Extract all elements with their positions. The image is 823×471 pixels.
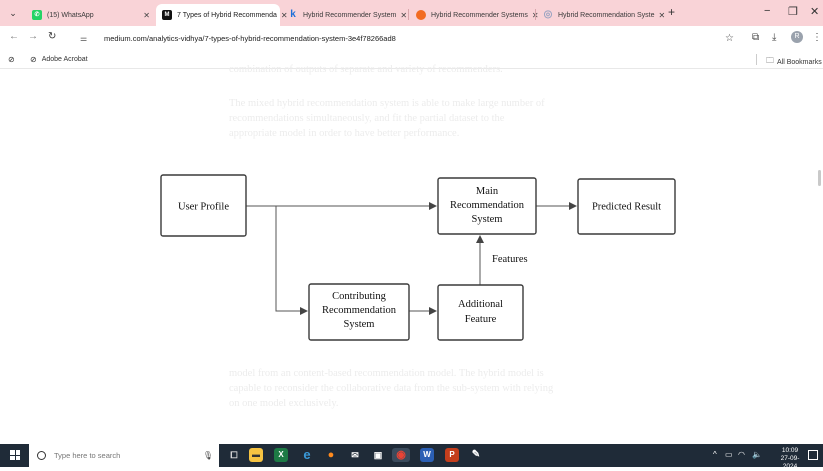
- node-user-profile: User Profile: [160, 174, 247, 237]
- node-label: Recommendation: [450, 200, 525, 211]
- article-content: combination of outputs of separate and v…: [0, 64, 823, 444]
- node-label: User Profile: [178, 202, 229, 213]
- volume-icon[interactable]: 🔈: [752, 450, 762, 459]
- windows-taskbar: Type here to search 🎙 ⧠ ▬ X e ● ✉ ▣ ◉ W …: [0, 444, 823, 470]
- edge-user-to-contributing: [275, 206, 308, 315]
- task-view-icon[interactable]: ⧠: [230, 450, 238, 460]
- node-label: Feature: [465, 314, 497, 325]
- all-bookmarks-button[interactable]: 🗀 All Bookmarks: [766, 55, 822, 69]
- tab-separator: [408, 9, 409, 20]
- tab-hybrid-recommendation-syste[interactable]: ◎ Hybrid Recommendation Syste ✕: [543, 9, 666, 20]
- edge-browser-icon[interactable]: e: [303, 447, 311, 462]
- word-icon[interactable]: W: [420, 448, 434, 462]
- file-explorer-icon[interactable]: ▬: [249, 448, 263, 462]
- globe-icon: ◎: [543, 9, 553, 20]
- whatsapp-icon: ✆: [32, 10, 42, 20]
- cortana-circle-icon: [37, 451, 46, 460]
- download-icon[interactable]: ⤓: [772, 32, 777, 43]
- hybrid-recommendation-diagram: User Profile Main Recommendation System …: [160, 174, 676, 341]
- firefox-icon[interactable]: ●: [327, 449, 335, 461]
- tab-separator: [535, 9, 536, 20]
- k-icon: k: [290, 9, 296, 20]
- back-arrow-icon[interactable]: ←: [9, 31, 19, 42]
- paint-icon[interactable]: ✎: [471, 449, 481, 460]
- orange-icon: [416, 10, 426, 20]
- notification-icon[interactable]: [808, 450, 818, 460]
- chrome-icon[interactable]: ◉: [392, 448, 410, 462]
- node-contributing-recommendation-system: Contributing Recommendation System: [308, 283, 410, 341]
- node-label: Main: [476, 186, 499, 197]
- battery-icon[interactable]: ▭: [725, 450, 733, 459]
- faded-text-bottom: model from an content-based recommendati…: [229, 368, 554, 409]
- address-bar[interactable]: ⚌ medium.com/analytics-vidhya/7-types-of…: [74, 30, 744, 47]
- node-label: Contributing: [332, 291, 386, 302]
- url-text: medium.com/analytics-vidhya/7-types-of-h…: [104, 34, 396, 43]
- medium-icon: M: [162, 10, 172, 20]
- node-additional-feature: Additional Feature: [437, 284, 524, 341]
- node-label: Recommendation: [322, 305, 397, 316]
- store-icon[interactable]: ▣: [373, 450, 383, 460]
- tab-whatsapp[interactable]: ✆ (15) WhatsApp ✕: [26, 4, 156, 26]
- extensions-icon[interactable]: ⧉: [752, 32, 760, 43]
- folder-icon: 🗀: [766, 56, 774, 65]
- bookmarks-separator: [756, 54, 757, 65]
- microphone-icon[interactable]: 🎙: [202, 451, 213, 460]
- node-main-recommendation-system: Main Recommendation System: [437, 177, 537, 235]
- reload-icon[interactable]: ↻: [48, 31, 57, 42]
- taskbar-clock[interactable]: 10:09 27-09-2024: [780, 447, 800, 470]
- faded-text-top: combination of outputs of separate and v…: [229, 64, 503, 75]
- tab-close-icon[interactable]: ✕: [280, 10, 288, 20]
- apps-globe-icon[interactable]: ⊘: [8, 55, 15, 64]
- tray-chevron-up-icon[interactable]: ^: [713, 450, 717, 459]
- bookmark-star-icon[interactable]: ☆: [725, 33, 734, 44]
- tab-hybrid-recommender-system[interactable]: k Hybrid Recommender System ✕: [282, 4, 408, 26]
- node-predicted-result: Predicted Result: [577, 178, 676, 235]
- node-label: Additional: [458, 299, 503, 310]
- node-label: Predicted Result: [592, 202, 661, 213]
- maximize-icon[interactable]: ❐: [788, 6, 798, 18]
- page-scrollbar-thumb[interactable]: [818, 170, 821, 186]
- taskbar-search-box[interactable]: Type here to search 🎙: [29, 444, 219, 467]
- tab-7-types-hybrid[interactable]: M 7 Types of Hybrid Recommenda ✕: [156, 4, 288, 26]
- new-tab-button[interactable]: +: [668, 5, 676, 19]
- tab-search-chevron-icon[interactable]: ⌄: [9, 8, 17, 18]
- site-settings-icon[interactable]: ⚌: [80, 34, 88, 43]
- tab-hybrid-recommender-systems[interactable]: Hybrid Recommender Systems ✕: [410, 4, 539, 26]
- mail-icon[interactable]: ✉: [351, 450, 359, 460]
- node-label: System: [344, 319, 375, 330]
- tab-close-icon[interactable]: ✕: [143, 10, 150, 20]
- close-window-icon[interactable]: ✕: [810, 6, 820, 18]
- menu-kebab-icon[interactable]: ⋮: [812, 32, 822, 43]
- windows-start-icon[interactable]: [10, 450, 20, 460]
- edge-label-features: Features: [492, 254, 528, 265]
- forward-arrow-icon[interactable]: →: [28, 31, 38, 42]
- faded-paragraph: The mixed hybrid recommendation system i…: [229, 98, 545, 139]
- acrobat-icon: ⊘: [30, 55, 37, 64]
- browser-toolbar: ← → ↻ ⚌ medium.com/analytics-vidhya/7-ty…: [0, 26, 823, 51]
- bookmark-adobe-acrobat[interactable]: ⊘ Adobe Acrobat: [30, 55, 88, 64]
- bookmarks-bar: ⊘ ⊘ Adobe Acrobat 🗀 All Bookmarks: [0, 51, 823, 69]
- tab-close-icon[interactable]: ✕: [658, 10, 666, 20]
- tab-close-icon[interactable]: ✕: [400, 10, 408, 20]
- tab-strip: ⌄ ✆ (15) WhatsApp ✕ M 7 Types of Hybrid …: [0, 0, 823, 26]
- excel-icon[interactable]: X: [274, 448, 288, 462]
- powerpoint-icon[interactable]: P: [445, 448, 459, 462]
- wifi-icon[interactable]: ◠: [738, 450, 745, 459]
- minimize-icon[interactable]: −: [764, 5, 771, 17]
- profile-avatar[interactable]: R: [791, 31, 803, 43]
- node-label: System: [472, 214, 503, 225]
